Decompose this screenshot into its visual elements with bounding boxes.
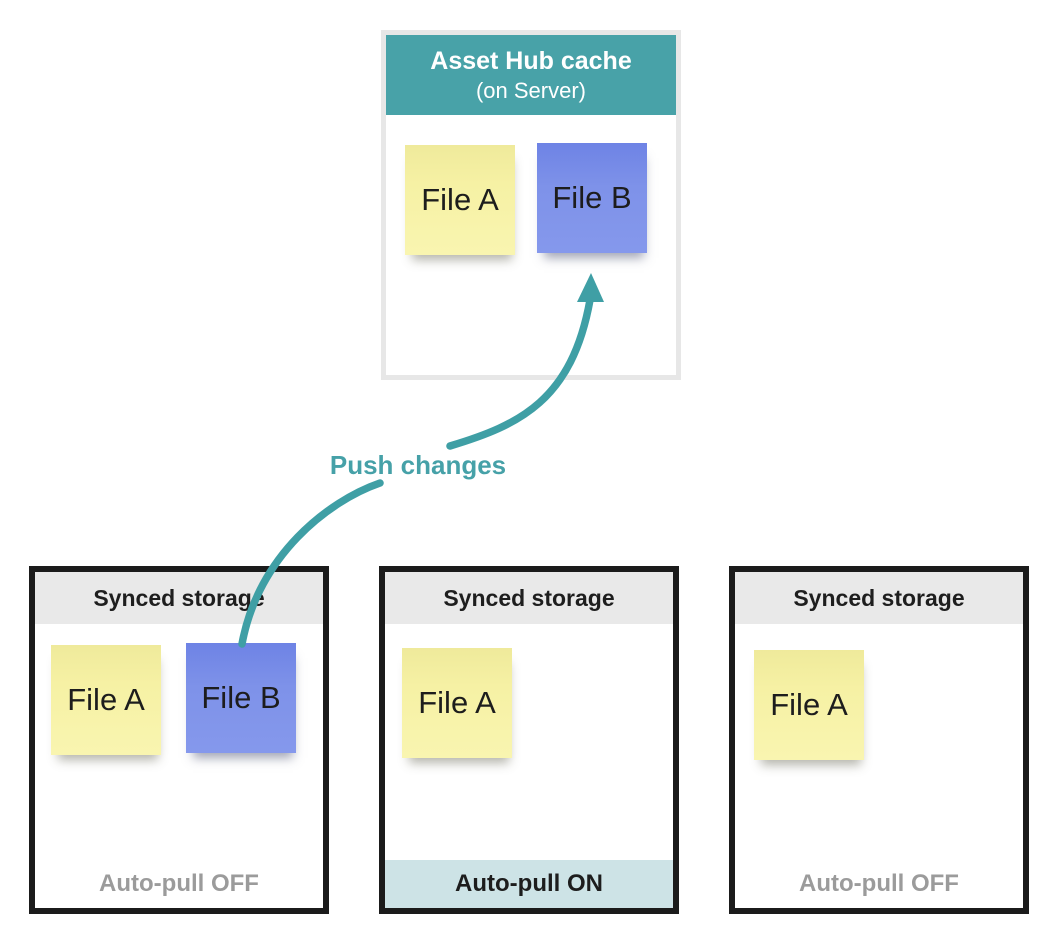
file-label: File A xyxy=(770,687,848,722)
storage-left-file-b-note: File B xyxy=(186,643,296,753)
file-label: File A xyxy=(421,182,499,217)
cache-subtitle: (on Server) xyxy=(475,77,587,103)
storage-header: Synced storage xyxy=(35,572,323,624)
autopull-status-footer: Auto-pull ON xyxy=(385,860,673,908)
storage-right-file-a-note: File A xyxy=(754,650,864,760)
file-label: File B xyxy=(552,180,632,215)
storage-box-right: Synced storage File A Auto-pull OFF xyxy=(729,566,1029,914)
storage-title: Synced storage xyxy=(93,584,265,611)
autopull-status-label: Auto-pull ON xyxy=(455,870,603,897)
storage-middle-file-a-note: File A xyxy=(402,648,512,758)
cache-header: Asset Hub cache (on Server) xyxy=(386,35,676,115)
autopull-status-footer: Auto-pull OFF xyxy=(735,860,1023,908)
asset-hub-cache-box: Asset Hub cache (on Server) File A File … xyxy=(381,30,681,380)
storage-box-left: Synced storage File A File B Auto-pull O… xyxy=(29,566,329,914)
storage-header: Synced storage xyxy=(735,572,1023,624)
cache-file-a-note: File A xyxy=(405,145,515,255)
storage-left-file-a-note: File A xyxy=(51,645,161,755)
autopull-status-footer: Auto-pull OFF xyxy=(35,860,323,908)
storage-header: Synced storage xyxy=(385,572,673,624)
storage-title: Synced storage xyxy=(793,584,965,611)
autopull-status-label: Auto-pull OFF xyxy=(99,870,259,897)
autopull-status-label: Auto-pull OFF xyxy=(799,870,959,897)
push-changes-label: Push changes xyxy=(329,450,507,480)
storage-box-middle: Synced storage File A Auto-pull ON xyxy=(379,566,679,914)
file-label: File B xyxy=(201,680,281,715)
cache-file-b-note: File B xyxy=(537,143,647,253)
storage-title: Synced storage xyxy=(443,584,615,611)
file-label: File A xyxy=(67,682,145,717)
cache-title: Asset Hub cache xyxy=(430,46,632,75)
file-label: File A xyxy=(418,685,496,720)
